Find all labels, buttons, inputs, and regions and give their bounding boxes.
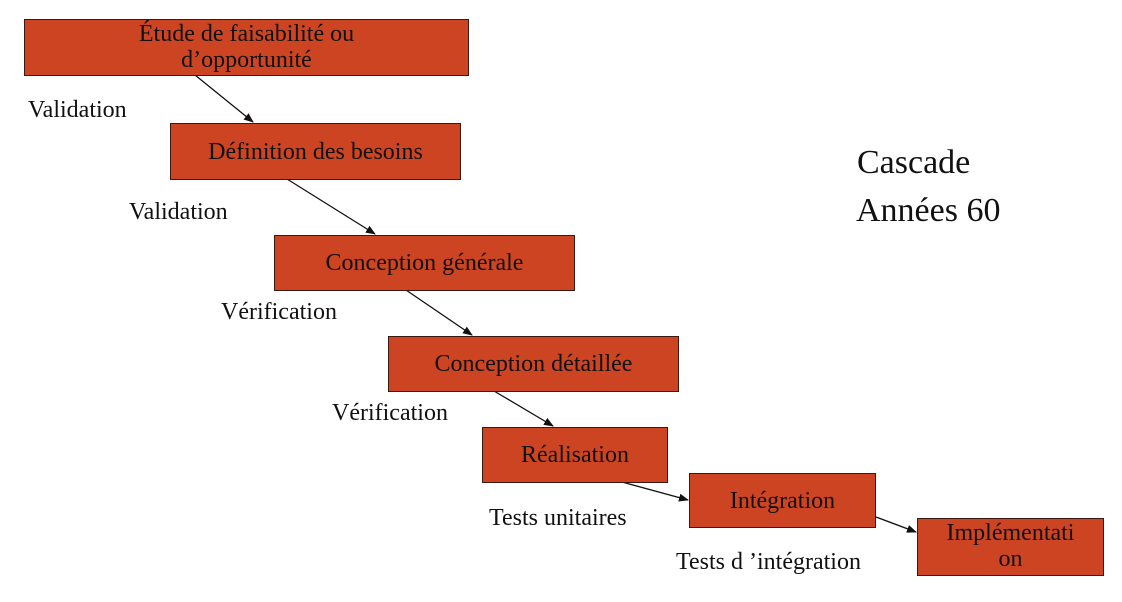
step-integration-label: Intégration (729, 487, 836, 514)
step-build-label: Réalisation (521, 442, 629, 468)
step-detailed-design: Conception détaillée (388, 336, 679, 392)
step-requirements: Définition des besoins (170, 123, 461, 180)
step-feasibility-line1: Étude de faisabilité ou (138, 21, 355, 47)
arrow-4 (493, 390, 554, 427)
step-detailed-design-label: Conception détaillée (434, 351, 633, 377)
arrow-6 (875, 516, 917, 533)
arrow-1 (194, 74, 254, 123)
step-deployment: Implémentati on (917, 518, 1104, 576)
step-feasibility-study: Étude de faisabilité ou d’opportunité (24, 19, 469, 76)
arrow-3 (405, 289, 473, 336)
title-line-2: Années 60 (856, 192, 1001, 229)
step-deployment-line2: on (998, 546, 1023, 572)
step-integration: Intégration (689, 473, 876, 528)
step-deployment-line1: Implémentati (946, 520, 1075, 546)
arrow-2 (286, 178, 376, 235)
arrow-5 (621, 481, 689, 502)
step-general-design-label: Conception générale (325, 250, 524, 276)
step-feasibility-line2: d’opportunité (181, 47, 312, 73)
step-general-design: Conception générale (274, 235, 575, 291)
transition-label-2: Validation (129, 199, 228, 225)
transition-label-4: Vérification (332, 400, 448, 426)
step-implementation-build: Réalisation (482, 427, 668, 483)
title-line-1: Cascade (857, 144, 971, 181)
transition-label-3: Vérification (221, 299, 337, 325)
transition-label-6: Tests d ’intégration (676, 549, 861, 575)
transition-label-1: Validation (28, 97, 127, 123)
step-requirements-label: Définition des besoins (208, 138, 423, 165)
transition-label-5: Tests unitaires (489, 505, 627, 531)
